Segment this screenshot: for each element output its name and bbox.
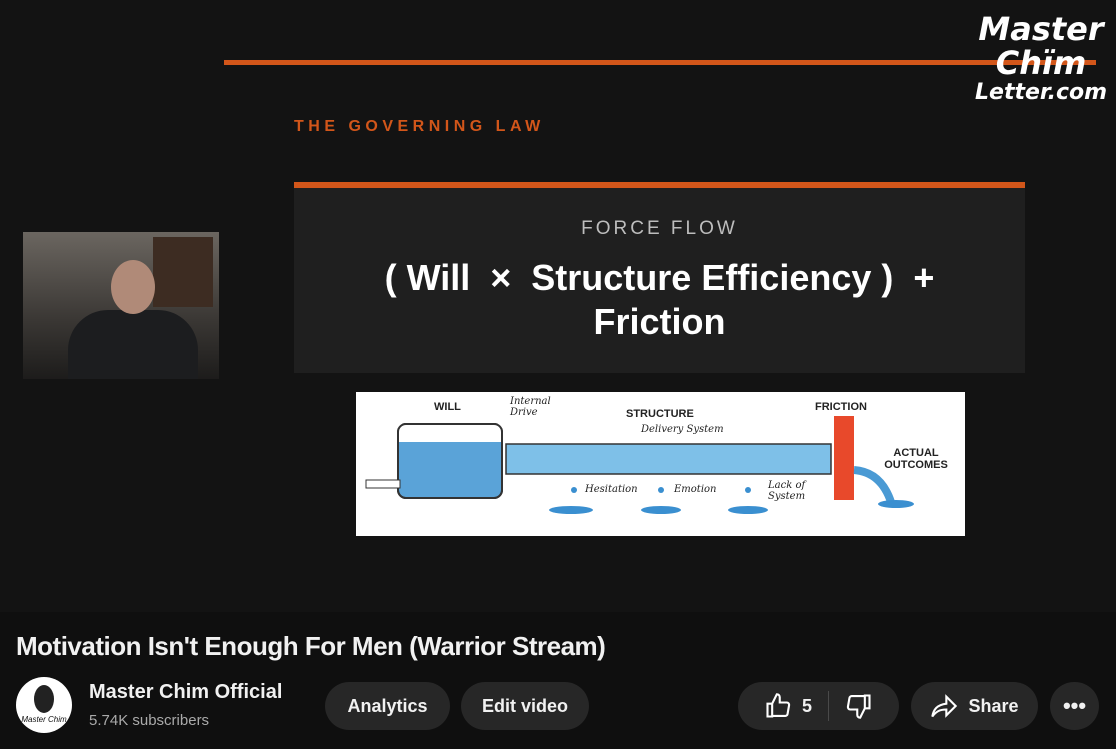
label-hesitation: Hesitation (585, 484, 638, 495)
webcam-overlay (23, 232, 219, 379)
divider (828, 691, 829, 721)
slide-divider (224, 60, 1096, 65)
like-count: 5 (801, 695, 812, 716)
slide-heading: THE GOVERNING LAW (294, 118, 545, 135)
thumbs-up-icon (766, 693, 791, 718)
share-button[interactable]: Share (911, 682, 1038, 730)
more-actions-button[interactable]: ••• (1050, 682, 1099, 730)
thumbs-down-icon[interactable] (845, 692, 873, 720)
avatar[interactable]: Master Chim (16, 677, 72, 733)
channel-name[interactable]: Master Chim Official (89, 681, 283, 703)
formula-line2: Friction (593, 301, 726, 342)
label-will: WILL (434, 401, 461, 413)
like-dislike-group: 5 (738, 682, 899, 730)
formula-box: FORCE FLOW ( Will × Structure Efficiency… (294, 182, 1025, 373)
subscriber-count: 5.74K subscribers (89, 712, 210, 729)
label-emotion: Emotion (674, 484, 717, 495)
pipe-diagram: WILL Internal Drive STRUCTURE Delivery S… (356, 392, 965, 536)
video-player[interactable]: THE GOVERNING LAW FORCE FLOW ( Will × St… (0, 0, 1116, 612)
label-outcomes: ACTUAL OUTCOMES (884, 447, 948, 471)
label-delivery: Delivery System (641, 424, 724, 435)
share-label: Share (968, 695, 1019, 716)
label-structure: STRUCTURE (626, 408, 694, 420)
edit-video-button[interactable]: Edit video (461, 682, 589, 730)
like-button[interactable]: 5 (764, 692, 812, 720)
video-title: Motivation Isn't Enough For Men (Warrior… (16, 631, 606, 661)
label-friction: FRICTION (815, 401, 867, 413)
more-icon: ••• (1062, 693, 1087, 718)
analytics-button[interactable]: Analytics (325, 682, 450, 730)
share-icon (931, 694, 958, 718)
label-internal-drive: Internal Drive (510, 396, 551, 418)
formula-label: FORCE FLOW (581, 218, 738, 239)
label-lack-of-system: Lack of System (768, 480, 806, 502)
formula-line1: ( Will × Structure Efficiency ) + (384, 257, 935, 298)
